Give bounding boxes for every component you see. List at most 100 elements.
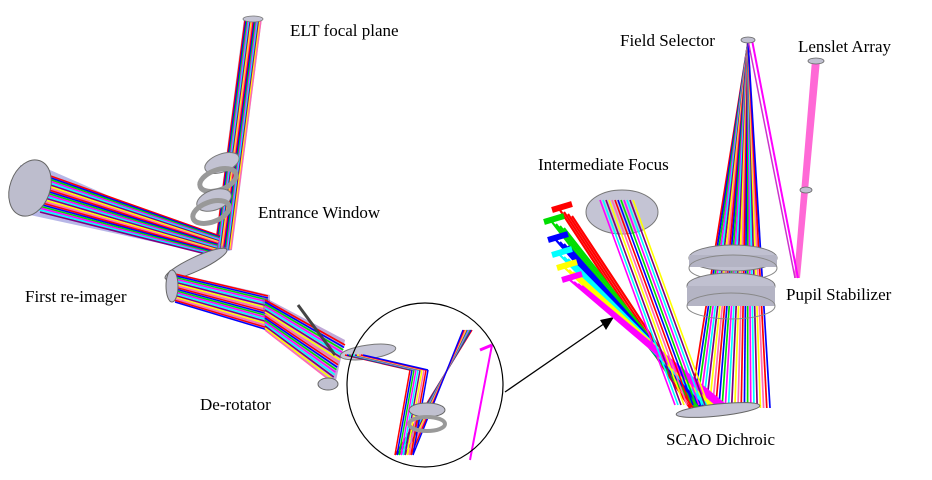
zoom-region-circle (346, 302, 504, 468)
ray-line (34, 192, 217, 249)
ray-line (543, 213, 565, 225)
ray-line (31, 181, 219, 244)
ray-line (394, 369, 411, 456)
lenslet-array-label: Lenslet Array (798, 37, 891, 56)
first-reimager-optic (165, 269, 179, 303)
ray-line (27, 167, 221, 237)
ray-line (264, 299, 346, 346)
ray-line (230, 19, 262, 251)
ray-line (214, 19, 246, 251)
ray-line (174, 293, 269, 321)
labels: ELT focal plane Entrance Window First re… (25, 21, 892, 449)
ray-line (264, 327, 334, 381)
ray-line (225, 19, 258, 251)
ray-line (264, 301, 345, 349)
ray-line (174, 299, 269, 329)
ray-line (396, 369, 413, 456)
ray-line (174, 276, 269, 301)
ray-line (174, 296, 269, 325)
scao-dichroic-label: SCAO Dichroic (666, 430, 776, 449)
ray-line (30, 177, 219, 242)
ray-line (611, 199, 688, 406)
ray-line (614, 199, 691, 406)
ray-line (32, 186, 218, 246)
ray-line (632, 199, 709, 406)
ray-line (174, 286, 269, 313)
ray-line (264, 303, 344, 351)
ray-line (747, 41, 771, 409)
ray-line (218, 19, 251, 251)
ray-line (174, 301, 269, 331)
lenslet-array-beam (747, 39, 825, 279)
intermediate-focus-beams (543, 199, 730, 409)
entrance-window-optic (190, 152, 240, 226)
ray-line (264, 317, 338, 368)
ray-line (28, 171, 220, 239)
ray-line (617, 199, 694, 406)
ray-line (605, 199, 682, 406)
ray-line (362, 354, 429, 371)
ray-line (32, 183, 218, 245)
derotator-label: De-rotator (200, 395, 271, 414)
ray-line (174, 279, 269, 305)
ray-line (34, 190, 218, 248)
first-reimager-beam (165, 269, 270, 331)
first-reimager-label: First re-imager (25, 287, 127, 306)
pupil-stabilizer-label: Pupil Stabilizer (786, 285, 892, 304)
ray-line (174, 281, 269, 307)
ray-line (216, 19, 248, 251)
ray-line (412, 329, 464, 456)
elt-input-beam (214, 15, 264, 251)
ray-line (227, 19, 259, 251)
intermediate-focus-label: Intermediate Focus (538, 155, 669, 174)
ray-line (547, 231, 569, 243)
ray-line (174, 283, 269, 309)
ray-line (174, 284, 269, 311)
ray-line (174, 288, 269, 315)
elt-focal-plane-label: ELT focal plane (290, 21, 399, 40)
ray-line (398, 369, 415, 456)
ray-line (39, 211, 215, 257)
large-mirror-optic (8, 159, 52, 217)
ray-line (264, 309, 342, 359)
ray-line (264, 315, 339, 366)
ray-line (174, 294, 269, 323)
fold-mirror-optic (164, 247, 228, 281)
ray-line (38, 207, 215, 255)
ray-line (608, 199, 685, 406)
ray-line (36, 198, 216, 252)
ray-line (217, 19, 249, 251)
left-optical-train (8, 15, 504, 468)
ray-line (264, 323, 336, 376)
ray-line (174, 278, 269, 303)
ray-line (37, 202, 216, 253)
ray-line (174, 297, 269, 327)
elt-focal-plane-optic (242, 15, 264, 23)
ray-line (264, 311, 341, 361)
ray-line (215, 19, 247, 251)
ray-line (35, 194, 217, 250)
ray-line (620, 199, 697, 406)
derotator-optic (317, 377, 339, 391)
ray-line (264, 313, 340, 363)
derotator-beam (262, 296, 397, 391)
ray-line (29, 173, 220, 240)
entrance-window-label: Entrance Window (258, 203, 381, 222)
field-selector-label: Field Selector (620, 31, 715, 50)
ray-line (479, 343, 493, 352)
scao-dichroic-optic (675, 402, 761, 418)
ray-line (174, 274, 269, 299)
ray-line (556, 259, 578, 271)
lenslet-array-optic (807, 57, 825, 65)
ray-line (31, 179, 219, 243)
ray-line (264, 329, 333, 383)
ray-line (626, 199, 703, 406)
right-detail-view (543, 36, 825, 418)
ray-line (228, 19, 260, 251)
large-diagonal-beam (8, 159, 232, 257)
ray-line (551, 201, 573, 213)
ray-line (264, 305, 343, 354)
ray-line (264, 321, 336, 373)
ray-line (38, 204, 216, 254)
